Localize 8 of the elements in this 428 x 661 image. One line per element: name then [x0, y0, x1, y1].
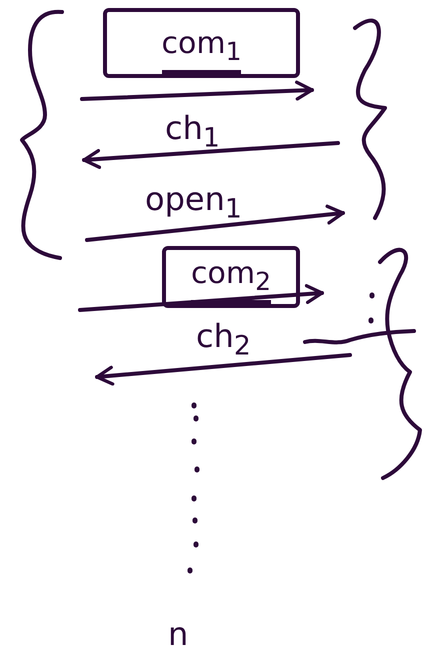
- count-label: n: [168, 618, 188, 650]
- message-label: ch$_{2}$: [196, 320, 251, 360]
- text-box: [162, 246, 300, 308]
- message-label: open$_{1}$: [145, 183, 242, 224]
- underlined-label: com$_{1}$: [162, 29, 242, 74]
- text-box: [103, 8, 300, 78]
- underlined-label: com$_{2}$: [191, 259, 271, 304]
- message-label: ch$_{1}$: [165, 112, 220, 152]
